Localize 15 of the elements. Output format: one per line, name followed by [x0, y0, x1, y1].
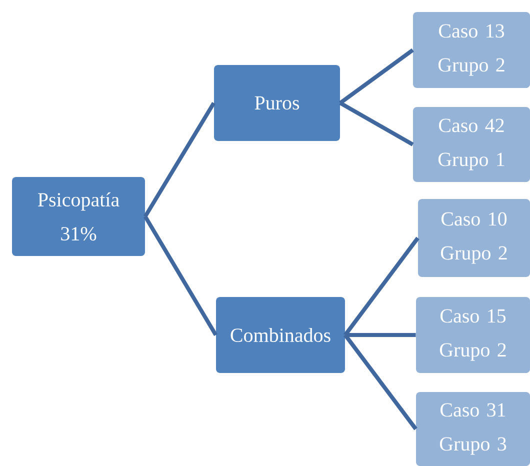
connector-line	[143, 215, 218, 336]
case-box: Caso 10 Grupo 2	[418, 199, 530, 277]
case-box: Caso 42 Grupo 1	[413, 107, 530, 182]
connector-line	[144, 102, 216, 218]
case-box: Caso 31 Grupo 3	[416, 392, 530, 466]
category-box: Psicopatía 31%	[12, 177, 145, 256]
case-box: Caso 13 Grupo 2	[413, 12, 530, 88]
connector-line	[339, 101, 414, 146]
case-box: Caso 15 Grupo 2	[416, 297, 530, 373]
connector-line	[345, 333, 416, 337]
category-box: Puros	[214, 65, 340, 141]
connector-line	[344, 236, 420, 336]
connector-line	[344, 334, 418, 430]
connector-line	[339, 48, 414, 105]
category-box: Combinados	[216, 297, 345, 373]
